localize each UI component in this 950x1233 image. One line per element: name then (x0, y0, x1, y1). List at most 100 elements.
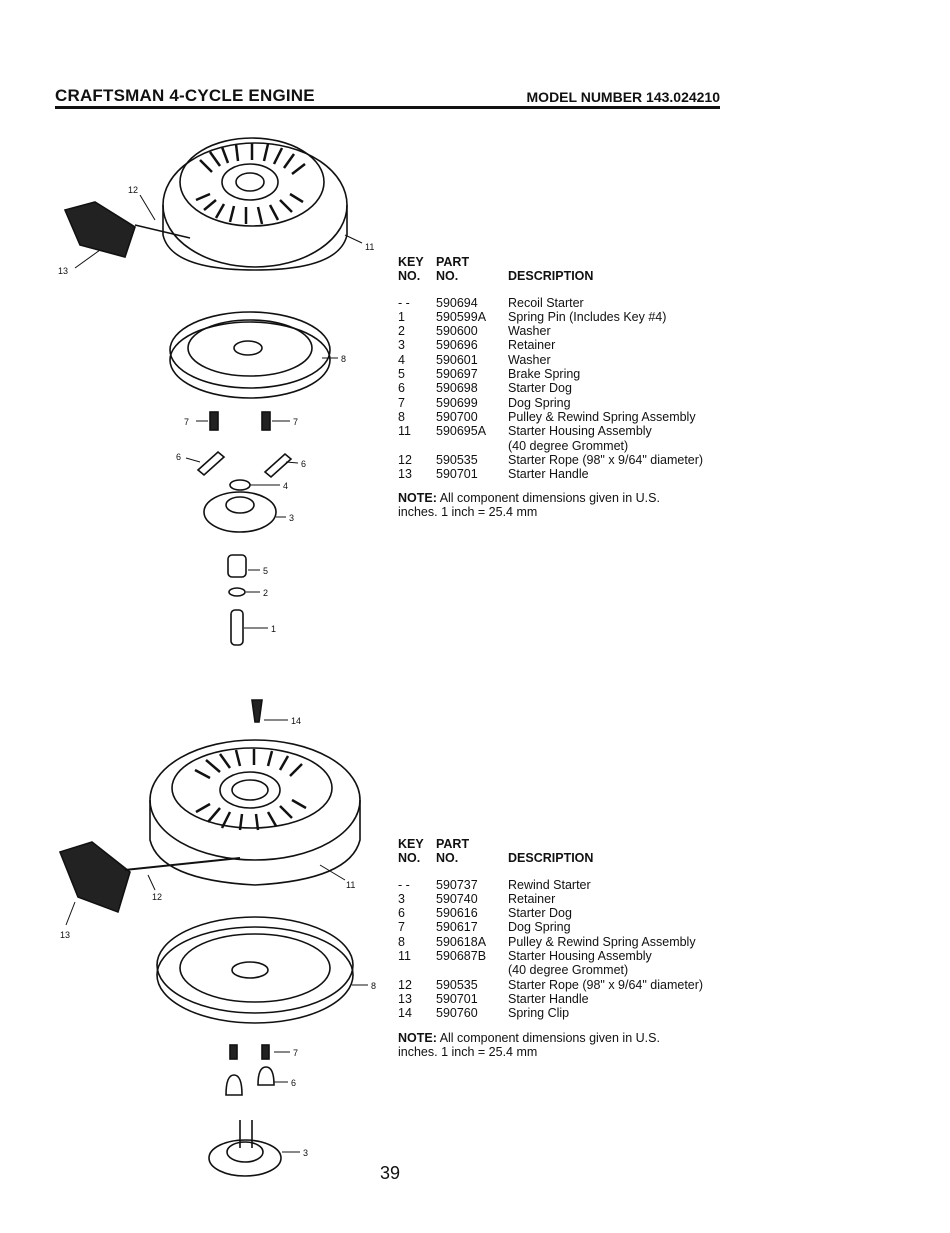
callout-5: 5 (263, 566, 268, 576)
dog-springs-2 (229, 1044, 270, 1060)
cell-desc: (40 degree Grommet) (508, 438, 629, 453)
col-part-header-2: NO. (436, 269, 459, 284)
callout-6b: 6 (291, 1078, 296, 1088)
cell-part: 590601 (436, 352, 478, 367)
cell-desc: Starter Rope (98" x 9/64" diameter) (508, 452, 704, 467)
callout-8: 8 (341, 354, 346, 364)
cell-key (398, 963, 436, 977)
cell-part: 590535 (436, 452, 478, 467)
cell-key: 12 (398, 452, 412, 467)
col-key-header-2: NO. (398, 851, 421, 866)
callout-7-left: 7 (184, 417, 189, 427)
callout-12: 12 (128, 185, 138, 195)
starter-housing-2 (149, 739, 361, 886)
cell-key: 3 (398, 891, 405, 906)
note-label: NOTE: (398, 491, 437, 506)
cell-key: - - (398, 295, 410, 310)
cell-desc: Dog Spring (508, 395, 571, 410)
callout-3b: 3 (303, 1148, 308, 1158)
document-title: CRAFTSMAN 4-CYCLE ENGINE (55, 86, 315, 105)
cell-part: 590701 (436, 991, 478, 1006)
cell-desc: Retainer (508, 891, 556, 906)
table-row: 8 590618A Pulley & Rewind Spring Assembly (398, 935, 748, 949)
callout-7-right: 7 (293, 417, 298, 427)
col-key-header-2: NO. (398, 269, 421, 284)
cell-desc: Washer (508, 352, 551, 367)
table-row: 8 590700 Pulley & Rewind Spring Assembly (398, 410, 748, 424)
cell-part: 590695A (436, 424, 487, 439)
col-desc-header: DESCRIPTION (508, 851, 594, 866)
callout-13b: 13 (60, 930, 70, 940)
cell-key: 13 (398, 991, 412, 1006)
retainer-1 (203, 479, 277, 533)
cell-part: 590696 (436, 338, 478, 353)
callout-8b: 8 (371, 981, 376, 991)
cell-desc: Pulley & Rewind Spring Assembly (508, 409, 696, 424)
cell-part: 590694 (436, 295, 478, 310)
cell-key: 1 (398, 309, 405, 324)
callout-13: 13 (58, 266, 68, 276)
cell-desc: Starter Dog (508, 381, 572, 396)
cell-desc: Washer (508, 324, 551, 339)
cell-desc: Starter Dog (508, 906, 572, 921)
note-1: NOTE: All component dimensions given in … (398, 491, 698, 519)
callout-3: 3 (289, 513, 294, 523)
cell-part: 590618A (436, 934, 487, 949)
col-key-header: KEY (398, 837, 424, 851)
callout-11b: 11 (346, 880, 355, 890)
diagram1-callouts: 12 13 11 8 7 7 6 6 4 3 5 2 1 (58, 185, 374, 634)
starter-handle-2 (58, 841, 241, 914)
cell-part: 590698 (436, 381, 478, 396)
cell-key: 7 (398, 395, 405, 410)
cell-key: 12 (398, 977, 412, 992)
cell-desc: Pulley & Rewind Spring Assembly (508, 934, 696, 949)
cell-desc: Spring Pin (Includes Key #4) (508, 309, 667, 324)
cell-key: 6 (398, 381, 405, 396)
cell-key: 14 (398, 1006, 412, 1021)
callout-14: 14 (291, 716, 301, 726)
table-row: (40 degree Grommet) (398, 963, 748, 977)
dog-springs-1 (209, 411, 271, 431)
cell-key: 13 (398, 467, 412, 482)
col-desc-header: DESCRIPTION (508, 269, 594, 284)
cell-key (398, 439, 436, 453)
cell-key: 5 (398, 367, 405, 382)
cell-part: 590700 (436, 409, 478, 424)
cell-key: 6 (398, 906, 405, 921)
pulley-2 (156, 916, 354, 1024)
callout-12b: 12 (152, 892, 162, 902)
starter-dogs-1 (196, 450, 293, 479)
cell-desc: Starter Rope (98" x 9/64" diameter) (508, 977, 704, 992)
cell-key: 11 (398, 424, 411, 439)
cell-key: 2 (398, 324, 405, 339)
table-row: 6 590698 Starter Dog (398, 381, 748, 395)
callout-1: 1 (271, 624, 276, 634)
cell-part (436, 963, 508, 977)
page-number: 39 (380, 1163, 401, 1183)
cell-key: 8 (398, 934, 405, 949)
spring-clip-14 (251, 699, 288, 723)
starter-dogs-2 (225, 1066, 275, 1096)
col-key-header: KEY (398, 255, 424, 269)
cell-key: 8 (398, 409, 405, 424)
diagram2-callouts: 14 11 12 13 8 7 6 3 (60, 716, 376, 1158)
cell-desc: Retainer (508, 338, 556, 353)
cell-desc: (40 degree Grommet) (508, 963, 629, 978)
callout-7b: 7 (293, 1048, 298, 1058)
note-label: NOTE: (398, 1030, 437, 1045)
